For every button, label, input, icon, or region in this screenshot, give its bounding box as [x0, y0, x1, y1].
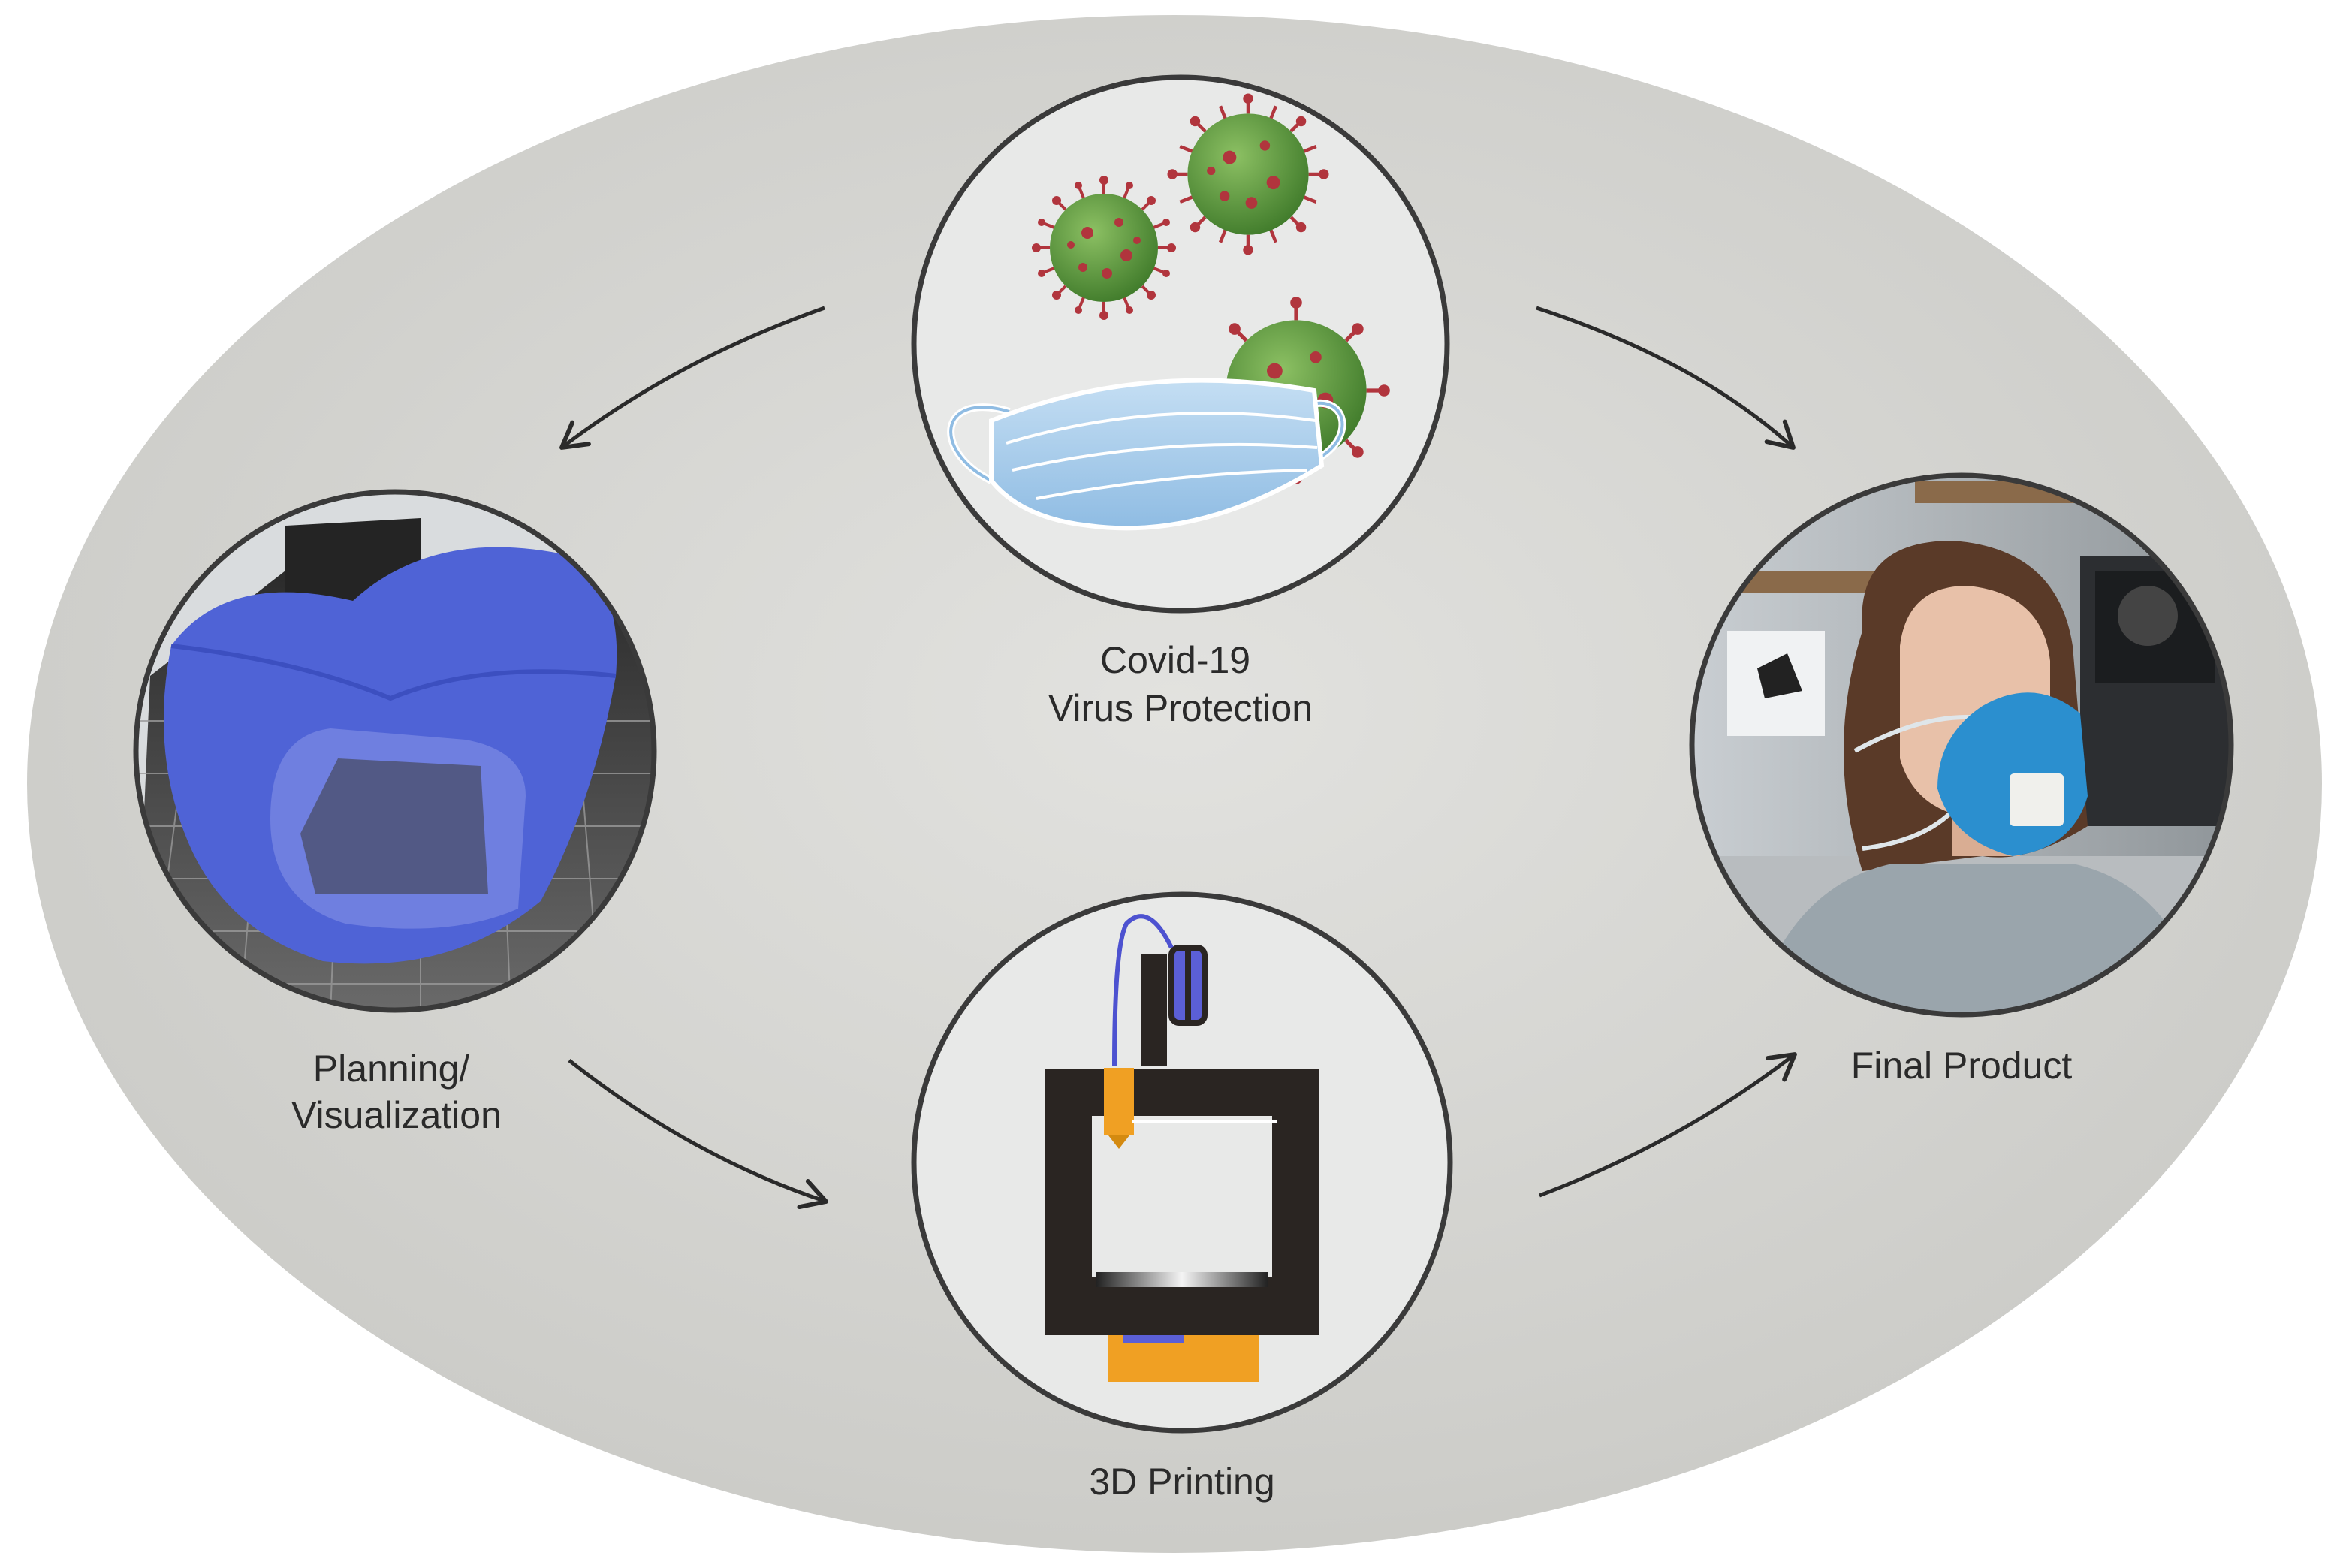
background-ellipse: [27, 15, 2322, 1553]
stage-final-product: Final Product: [1689, 472, 2234, 1087]
planning-circle: [133, 489, 657, 1013]
stage-virus-protection: Covid-19 Virus Protection: [911, 74, 1450, 729]
arrow-planning-to-printing: [568, 1059, 828, 1210]
planning-label: Planning/ Visualization: [291, 1048, 502, 1136]
3d-printer-icon: [1045, 914, 1319, 1382]
final-product-photo: [1693, 477, 2230, 1013]
surgical-mask-icon: [947, 378, 1346, 531]
3d-model-icon: [137, 493, 653, 1009]
printing-label: 3D Printing: [1089, 1461, 1274, 1503]
arrow-virus-to-final: [1536, 306, 1796, 450]
stage-planning: Planning/ Visualization: [133, 489, 657, 1136]
arrow-virus-to-planning: [559, 306, 825, 450]
final-product-label: Final Product: [1851, 1045, 2073, 1087]
arrow-printing-to-final: [1539, 1052, 1797, 1198]
final-product-circle: [1689, 472, 2234, 1018]
stage-printing: 3D Printing: [911, 891, 1453, 1503]
virus-protection-circle: [911, 74, 1450, 614]
virus-protection-label: Covid-19 Virus Protection: [1048, 639, 1313, 729]
virus-icon: [1032, 93, 1390, 484]
